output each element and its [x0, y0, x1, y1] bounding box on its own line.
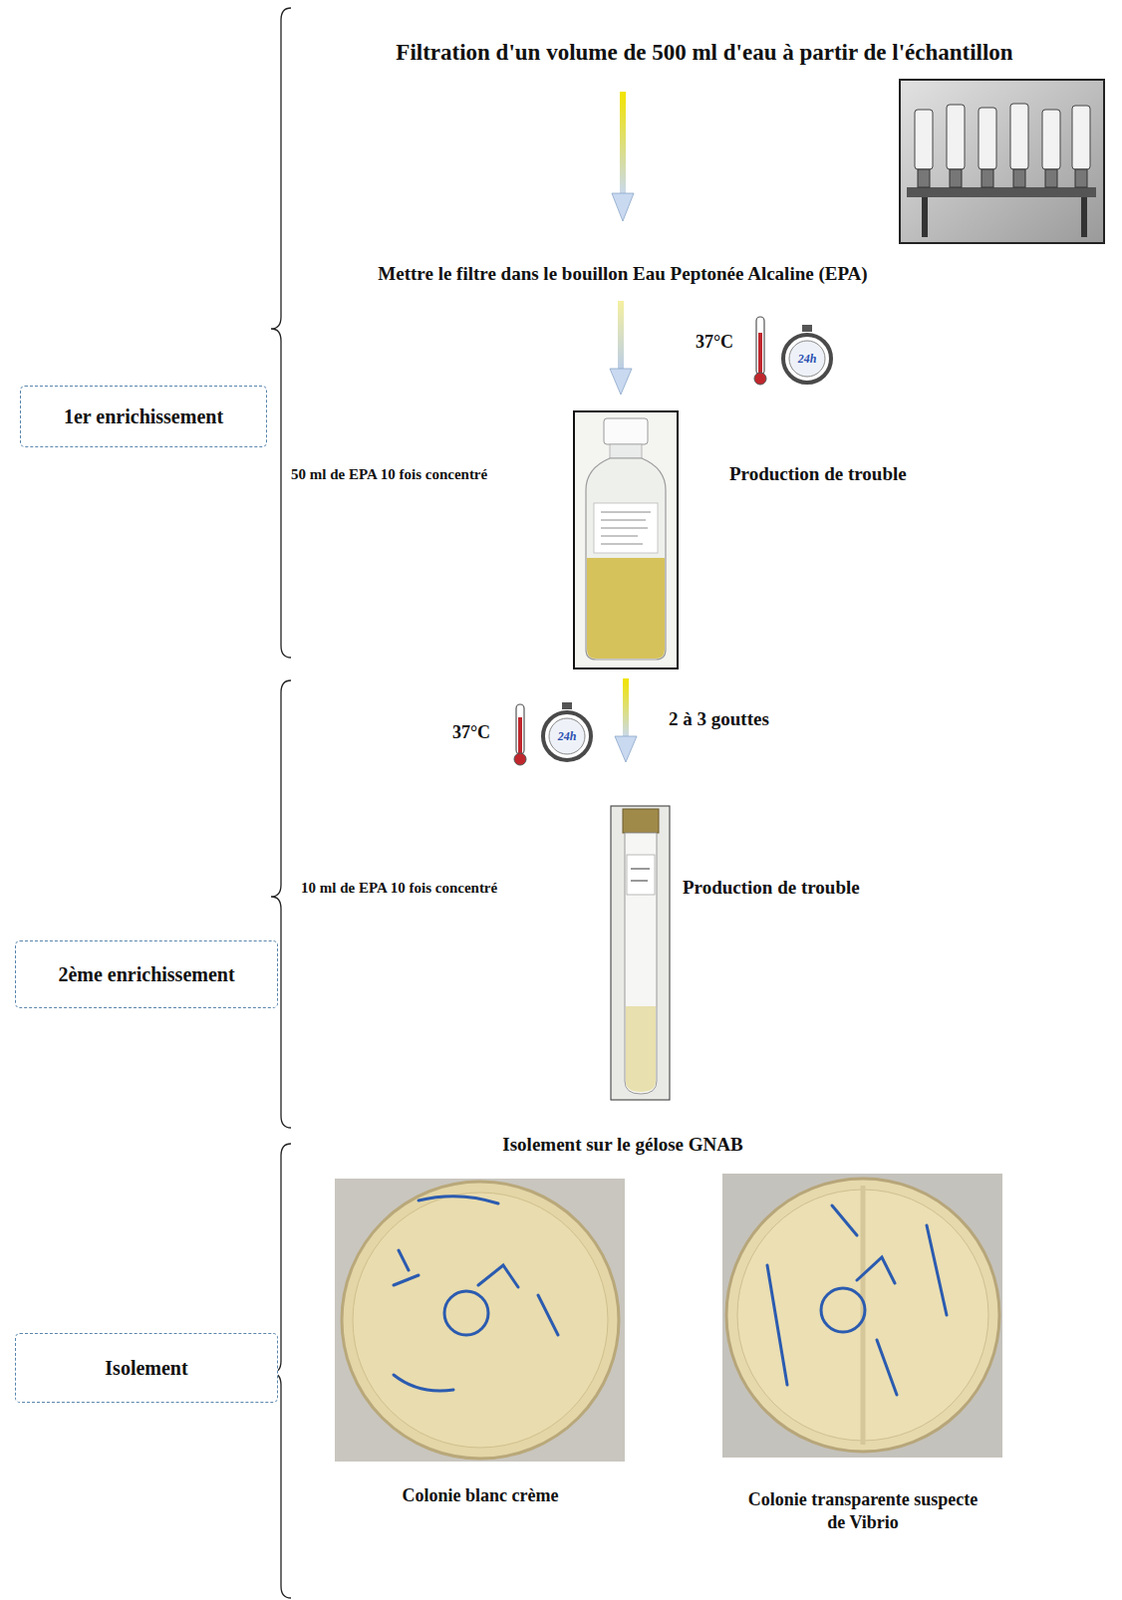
step-box: 1er enrichissement	[19, 385, 268, 448]
petri-dish-photo	[334, 1178, 625, 1462]
step-title: 2ème enrichissement	[57, 963, 235, 987]
tube-photo	[610, 806, 670, 1101]
step-text: 2 à 3 gouttes	[668, 707, 770, 732]
step-text: 10 ml de EPA 10 fois concentré	[300, 878, 498, 898]
step-box: Isolement	[14, 1333, 279, 1403]
step-text: Isolement sur le gélose GNAB	[502, 1132, 743, 1157]
step-text: Filtration d'un volume de 500 ml d'eau à…	[395, 38, 1013, 68]
step-text: 37°C	[452, 721, 491, 745]
thermometer-icon	[514, 316, 767, 766]
step-text: Mettre le filtre dans le bouillon Eau Pe…	[377, 262, 867, 286]
filtration-photo	[899, 79, 1105, 244]
step-title: 1er enrichissement	[63, 405, 224, 429]
step-title: Isolement	[104, 1357, 188, 1381]
timer-text: 24h	[558, 729, 577, 745]
step-text: 37°C	[695, 330, 734, 354]
step-text: 50 ml de EPA 10 fois concentré	[290, 465, 488, 485]
stopwatch-icon	[543, 324, 832, 761]
timer-text: 24h	[798, 351, 818, 367]
petri-dish-photo	[722, 1173, 1003, 1458]
step-box: 2ème enrichissement	[14, 940, 279, 1009]
step-text: Colonie blanc crème	[402, 1484, 560, 1508]
step-text: Colonie transparente suspecte de Vibrio	[743, 1488, 983, 1534]
step-text: Production de trouble	[729, 462, 907, 487]
bottle-photo	[573, 411, 678, 669]
step-text: Production de trouble	[682, 875, 860, 900]
